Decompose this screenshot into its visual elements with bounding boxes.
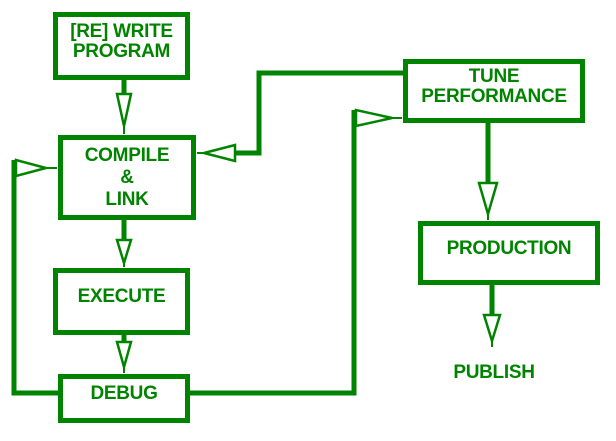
node-tune-performance-label: TUNE PERFORMANCE <box>421 65 567 107</box>
arrow-debug-to-tune <box>190 108 402 396</box>
arrow-production-to-publish <box>482 285 502 347</box>
node-tune-performance: TUNE PERFORMANCE <box>403 59 585 123</box>
node-production-label: PRODUCTION <box>446 237 572 259</box>
node-execute: EXECUTE <box>53 268 190 335</box>
node-publish: PUBLISH <box>453 362 535 383</box>
node-compile-link-line2: & <box>120 166 134 188</box>
node-compile-link-label: COMPILE & LINK <box>84 144 170 211</box>
node-production: PRODUCTION <box>418 221 600 285</box>
node-compile-link-line3: LINK <box>105 188 149 210</box>
node-compile-link: COMPILE & LINK <box>58 135 196 220</box>
arrow-tune-to-production <box>477 123 499 220</box>
node-write-program-label: [RE] WRITE PROGRAM <box>70 20 173 62</box>
arrow-debug-to-compile <box>11 158 58 396</box>
node-write-program: [RE] WRITE PROGRAM <box>53 12 190 80</box>
node-compile-link-line1: COMPILE <box>84 144 170 166</box>
arrow-compile-to-execute <box>115 220 133 268</box>
node-tune-performance-line1: TUNE <box>468 65 520 87</box>
arrow-write-to-compile <box>115 80 133 134</box>
node-debug: DEBUG <box>58 374 190 423</box>
arrow-execute-to-debug <box>115 335 133 373</box>
node-tune-performance-line2: PERFORMANCE <box>421 85 567 107</box>
node-debug-label: DEBUG <box>90 383 158 404</box>
node-write-program-line1: [RE] WRITE <box>70 20 173 42</box>
arrow-tune-to-compile <box>197 70 403 163</box>
node-write-program-line2: PROGRAM <box>72 40 171 62</box>
node-execute-label: EXECUTE <box>77 286 166 307</box>
